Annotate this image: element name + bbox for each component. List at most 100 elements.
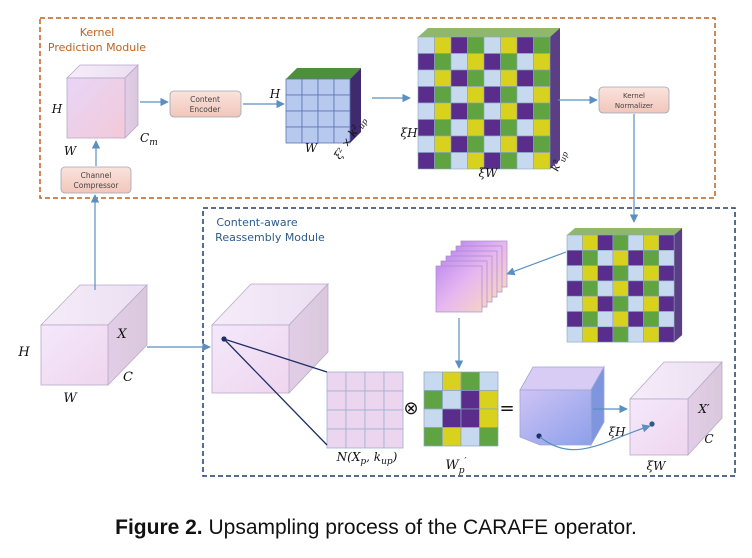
norm-grid-cell: [643, 280, 660, 297]
neighborhood-cell: [345, 371, 366, 392]
norm-grid-cell: [643, 295, 660, 312]
norm-grid-cell: [581, 280, 598, 297]
caption-label: Figure 2.: [115, 516, 203, 539]
big-grid-top: [418, 28, 560, 37]
big-grid-cell: [467, 53, 485, 71]
reassembled-bar: [519, 365, 605, 447]
neighborhood-cell: [364, 390, 385, 411]
cube-w-label: W: [64, 144, 78, 158]
kernel-wp-cell: [423, 371, 443, 391]
input-c-label: C: [123, 370, 133, 385]
norm-grid-cell: [581, 295, 598, 312]
neighborhood-cell: [326, 409, 347, 430]
cube-h-label: H: [51, 102, 63, 116]
grid-depth-label: k²up: [549, 149, 570, 174]
enc-grid-cell: [301, 78, 319, 96]
kernel-wp-cell: [423, 408, 443, 428]
input-h-label: H: [17, 345, 30, 360]
enc-grid-cell: [301, 94, 319, 112]
norm-grid-cell: [658, 295, 675, 312]
big-grid-cell: [516, 69, 534, 87]
norm-grid-cell: [658, 265, 675, 282]
big-grid-cell: [483, 53, 501, 71]
big-grid-cell: [533, 119, 551, 137]
norm-grid-cell: [658, 326, 675, 343]
big-grid-cell: [483, 69, 501, 87]
kernel-wp-cell: [442, 390, 462, 410]
enc-grid-cell: [317, 94, 335, 112]
svg-text:Content: Content: [190, 95, 220, 104]
norm-grid-cell: [581, 265, 598, 282]
kernel-wp-cell: [423, 427, 443, 447]
enc-grid-top: [286, 68, 361, 79]
big-grid-cell: [450, 36, 468, 54]
big-grid-cell: [417, 53, 435, 71]
kernel-prediction-module-border: [39, 17, 716, 199]
neighborhood-cell: [326, 390, 347, 411]
big-grid-cell: [417, 152, 435, 170]
compressed-feature-cube: [66, 64, 139, 139]
big-grid-cell: [516, 135, 534, 153]
svg-text:Kernel: Kernel: [623, 92, 645, 100]
output-feature-cube: [629, 360, 723, 457]
otimes-symbol: ⊗: [403, 398, 418, 419]
content-encoder-box: Content Encoder: [169, 90, 242, 118]
norm-grid-cell: [612, 295, 629, 312]
channel-compressor-box: Channel Compressor: [60, 166, 132, 194]
big-grid-cell: [533, 102, 551, 120]
norm-grid-cell: [627, 326, 644, 343]
big-grid-cell: [467, 36, 485, 54]
norm-grid-cell: [658, 234, 675, 251]
norm-grid-side: [674, 228, 683, 343]
big-grid-cell: [500, 69, 518, 87]
norm-grid-cell: [597, 250, 614, 266]
neighborhood-line-bottom: [223, 338, 328, 446]
kernel-wp-grid: [423, 371, 499, 447]
norm-grid-cell: [566, 295, 583, 312]
norm-grid-cell: [627, 234, 644, 251]
grid-h-label: ξH: [400, 126, 418, 140]
big-grid-cell: [533, 69, 551, 87]
big-grid-cell: [500, 53, 518, 71]
norm-grid-cell: [581, 234, 598, 251]
norm-grid-cell: [612, 265, 629, 282]
svg-text:Compressor: Compressor: [74, 181, 120, 190]
big-grid-cell: [434, 152, 452, 170]
kernel-wp-cell: [442, 371, 462, 391]
svg-text:Encoder: Encoder: [190, 105, 222, 114]
reassembly-module-border: [202, 207, 736, 477]
kernel-wp-cell: [442, 408, 462, 428]
big-grid-cell: [483, 86, 501, 104]
big-grid-cell: [500, 86, 518, 104]
big-grid-cell: [434, 135, 452, 153]
big-grid-cell: [417, 102, 435, 120]
big-grid-cell: [450, 69, 468, 87]
enc-grid-cell: [285, 94, 303, 112]
big-grid-cell: [417, 86, 435, 104]
big-grid-cell: [500, 135, 518, 153]
norm-grid-cell: [627, 280, 644, 297]
norm-grid-cell: [658, 280, 675, 297]
neighborhood-cell: [326, 371, 347, 392]
norm-grid-cell: [566, 234, 583, 251]
output-w-label: ξW: [647, 459, 668, 473]
neighborhood-cell: [345, 409, 366, 430]
enc-grid-cell: [285, 78, 303, 96]
svg-text:Channel: Channel: [81, 171, 112, 180]
connector-arrows: [90, 93, 651, 451]
neighborhood-cell: [364, 371, 385, 392]
neighborhood-line-top: [223, 338, 328, 373]
output-c-label: C: [704, 432, 713, 446]
big-grid-cell: [450, 119, 468, 137]
kernel-wp-cell: [460, 390, 480, 410]
norm-grid-cell: [566, 311, 583, 328]
norm-grid-cell: [597, 280, 614, 297]
input-w-label: W: [63, 391, 78, 406]
kernel-wp-cell: [460, 371, 480, 391]
kernel-wp-cell: [442, 427, 462, 447]
norm-grid-cell: [643, 311, 660, 328]
enc-grid-cell: [317, 126, 335, 144]
norm-grid-cell: [597, 295, 614, 312]
neighborhood-cell: [364, 409, 385, 430]
